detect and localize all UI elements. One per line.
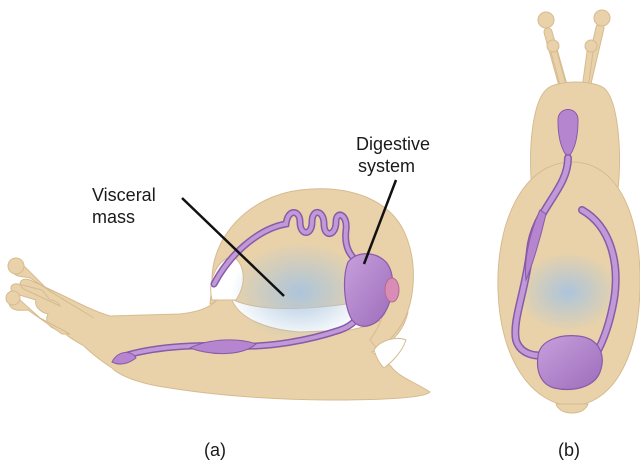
digestive-system-label-line1: Digestive [356,134,430,155]
top-view-stomach [538,336,603,390]
panel-b-caption: (b) [558,440,580,461]
visceral-mass-label-line2: mass [92,207,135,228]
tentacle-tip-lower [6,291,20,305]
snail-side-view-icon [6,189,430,400]
digestive-system-label-line2: system [358,156,415,177]
visceral-mass-label-line1: Visceral [92,185,156,206]
tentacle-tip-upper [8,258,24,274]
tentacle-tip-long-right [594,10,610,26]
snail-top-view-icon [498,10,640,413]
tentacle-tip-long-left [538,12,554,28]
panel-a-caption: (a) [204,440,226,461]
tentacle-tip-short-left [547,40,559,52]
anus [385,278,399,302]
top-view-tail [556,404,588,413]
tentacle-tip-short-right [585,40,597,52]
